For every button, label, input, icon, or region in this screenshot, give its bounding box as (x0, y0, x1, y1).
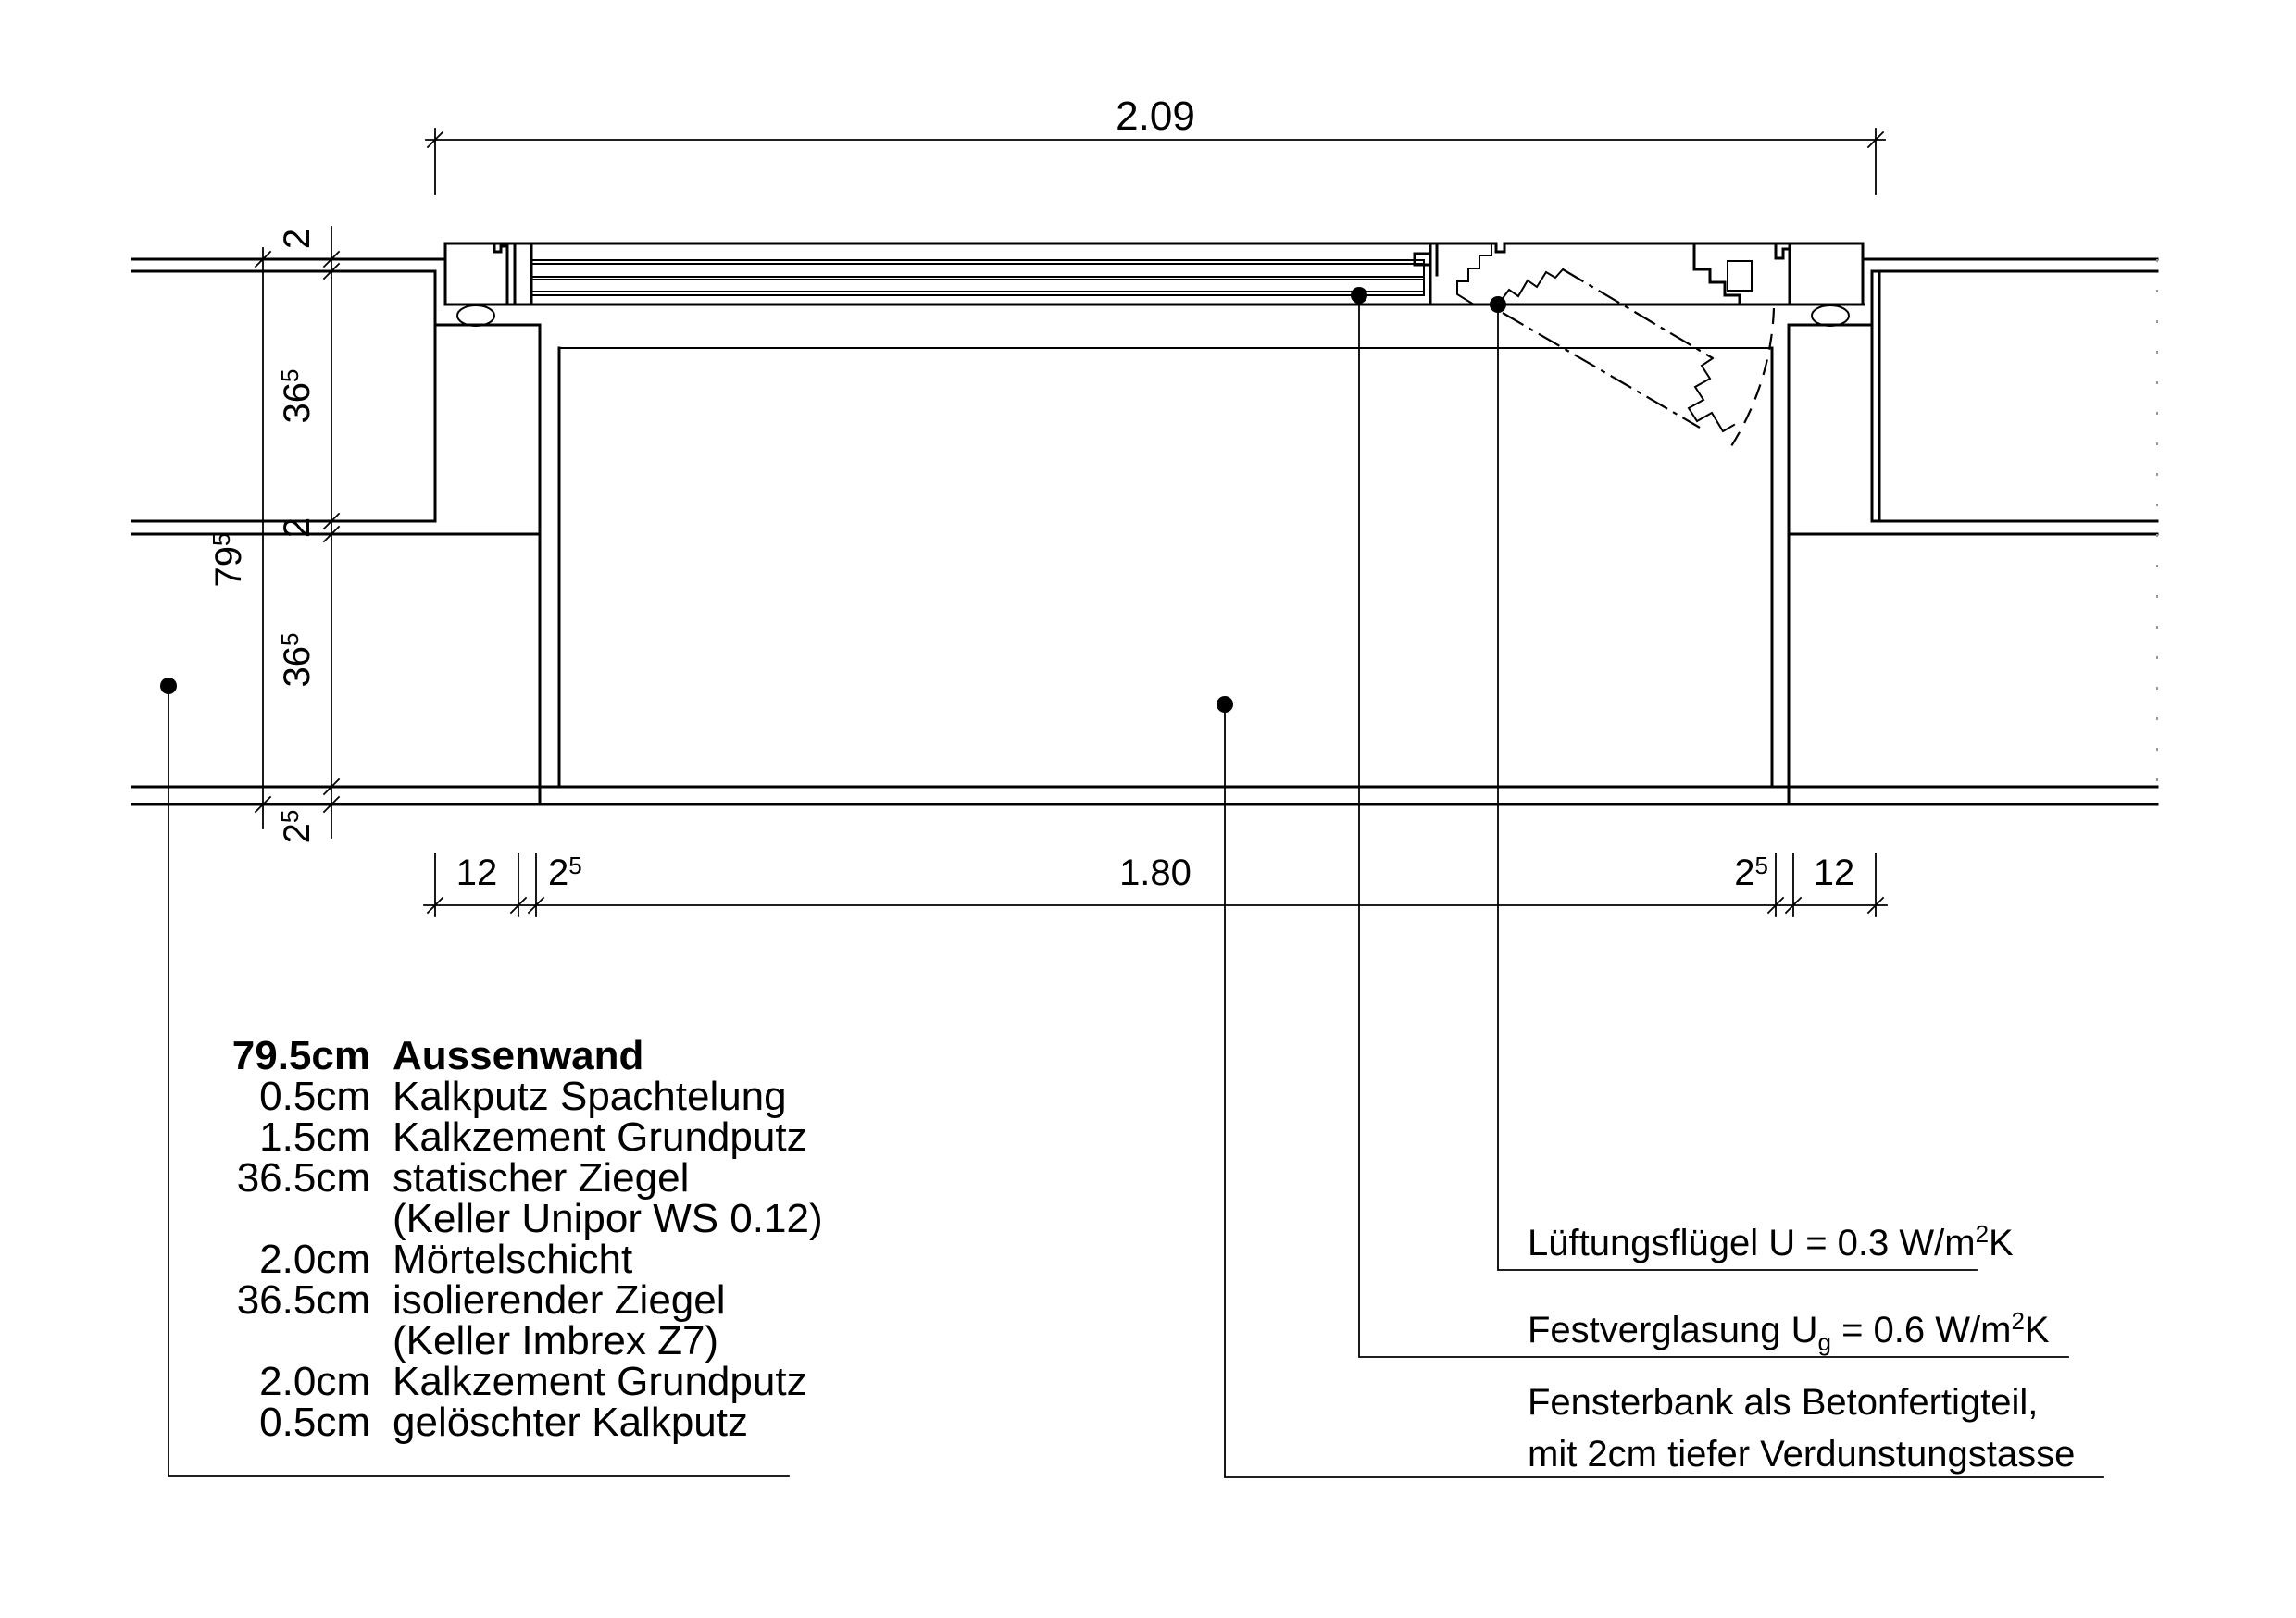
flap-open-edges-dashdot (1502, 268, 1714, 429)
flap-open-tip-profile (1687, 356, 1736, 433)
dim-left-seg-3: 365 (276, 633, 318, 688)
annotations-right: Lüftungsflügel U = 0.3 W/m2K Festverglas… (1528, 1220, 2075, 1475)
fixed-glazing (530, 242, 1439, 306)
dimension-bottom: 12 25 1.80 25 12 (423, 852, 1888, 917)
dim-left-seg-2: 2 (277, 517, 318, 538)
wall-left-lines (131, 257, 561, 806)
dim-left-seg-4: 25 (276, 810, 318, 844)
dim-bottom-seg-3-sup: 5 (1755, 852, 1768, 879)
dim-bottom-seg-2-base: 1.80 (1119, 853, 1192, 893)
window-frame-left-jamb (443, 242, 533, 327)
dim-bottom-lines (423, 853, 1888, 917)
frame-top-edge (443, 242, 1865, 254)
leader-dot-wall (160, 678, 177, 694)
dim-left-seg-2-base: 2 (277, 517, 318, 538)
lueftung-post: K (1989, 1223, 2014, 1263)
dim-bottom-seg-1: 25 (548, 852, 582, 893)
wall-left-segment (131, 257, 561, 806)
wall-right-segment (1770, 257, 2159, 806)
leader-dot-festverglasung (1351, 287, 1367, 304)
dim-left-overall-sup: 5 (207, 533, 235, 546)
dim-bottom-seg-0-base: 12 (456, 853, 498, 893)
wall-right-lines (1770, 257, 2159, 806)
legend-qty-6: 36.5cm (237, 1277, 370, 1323)
dimension-top: 2.09 (425, 93, 1886, 195)
vent-flap (1456, 243, 1776, 447)
legend-desc-3: statischer Ziegel (393, 1155, 689, 1201)
legend-desc-9: gelöschter Kalkputz (393, 1400, 748, 1445)
flap-hinge-rebate-profile (1456, 243, 1492, 306)
legend-desc-8: Kalkzement Grundputz (393, 1359, 807, 1404)
frame-left-profile (443, 242, 533, 306)
dim-left-seg-1-base: 36 (277, 382, 318, 424)
festvergl-post: K (2025, 1310, 2050, 1350)
flap-open-root-profile (1496, 268, 1565, 306)
dim-bottom-seg-1-sup: 5 (568, 852, 581, 879)
dim-bottom-seg-2: 1.80 (1119, 853, 1192, 893)
legend-desc-5: Mörtelschicht (393, 1237, 632, 1282)
festvergl-sup: 2 (2011, 1307, 2024, 1335)
legend-qty-8: 2.0cm (259, 1359, 370, 1404)
legend-qty-5: 2.0cm (259, 1237, 370, 1282)
dim-left-seg-1: 365 (276, 369, 318, 424)
frame-right-gasket (1811, 305, 1850, 327)
dim-left-lines (254, 226, 341, 839)
annotation-fensterbank-line1: Fensterbank als Betonfertigteil, (1528, 1382, 2038, 1423)
frame-top-and-bottom-edges (443, 242, 1866, 306)
legend-desc-2: Kalkzement Grundputz (393, 1114, 807, 1160)
leader-paths (168, 294, 2104, 1478)
festvergl-sub: g (1817, 1328, 1830, 1356)
legend-desc-4: (Keller Unipor WS 0.12) (393, 1196, 823, 1241)
dim-left-overall-base: 79 (208, 546, 249, 588)
dim-left-seg-1-sup: 5 (276, 369, 304, 382)
glazing-pane-lines (530, 259, 1425, 296)
lueftung-sup: 2 (1976, 1220, 1989, 1248)
leader-dot-lueftungsfluegel (1490, 296, 1506, 313)
frame-right-profile (1692, 242, 1865, 306)
festvergl-pre: Festverglasung U (1528, 1310, 1817, 1350)
dim-left-seg-4-base: 2 (277, 823, 318, 843)
lueftung-pre: Lüftungsflügel U = 0.3 W/m (1528, 1223, 1976, 1263)
dim-bottom-seg-4: 12 (1814, 853, 1855, 893)
dimension-left: 2 365 2 365 25 795 (207, 226, 341, 844)
window-frame-right-jamb (1692, 242, 1865, 327)
dim-bottom-seg-4-base: 12 (1814, 853, 1855, 893)
wall-inner-face-lines (131, 785, 2159, 806)
wall-inner-face (131, 785, 2159, 806)
flap-swing-arc (1730, 307, 1776, 447)
dim-left-seg-0: 2 (277, 229, 318, 249)
leader-dot-fensterbank (1217, 696, 1233, 713)
dim-left-seg-0-base: 2 (277, 229, 318, 249)
glazing-end-profile (1413, 242, 1439, 306)
dim-bottom-seg-0: 12 (456, 853, 498, 893)
dim-top-lines (425, 128, 1886, 195)
dim-top-label: 2.09 (1116, 93, 1195, 139)
dim-left-seg-3-base: 36 (277, 646, 318, 688)
wall-legend: 79.5cm Aussenwand 0.5cm Kalkputz Spachte… (232, 1033, 823, 1445)
dim-left-seg-3-sup: 5 (276, 633, 304, 646)
leader-lines (160, 287, 2104, 1478)
legend-desc-7: (Keller Imbrex Z7) (393, 1318, 718, 1363)
legend-desc-1: Kalkputz Spachtelung (393, 1074, 787, 1119)
sash-lock-block (1727, 260, 1753, 292)
frame-left-gasket (456, 305, 495, 327)
legend-qty-9: 0.5cm (259, 1400, 370, 1445)
annotation-festverglasung: Festverglasung Ug = 0.6 W/m2K (1528, 1307, 2050, 1356)
festvergl-mid: = 0.6 W/m (1831, 1310, 2012, 1350)
dim-left-overall: 795 (207, 533, 249, 588)
legend-qty-3: 36.5cm (237, 1155, 370, 1201)
dim-bottom-seg-3-base: 2 (1734, 853, 1754, 893)
legend-desc-6: isolierender Ziegel (393, 1277, 726, 1323)
legend-desc-0: Aussenwand (393, 1033, 643, 1078)
legend-qty-1: 0.5cm (259, 1074, 370, 1119)
annotation-fensterbank-line2: mit 2cm tiefer Verdunstungstasse (1528, 1434, 2075, 1475)
annotation-lueftungsfluegel: Lüftungsflügel U = 0.3 W/m2K (1528, 1220, 2014, 1263)
legend-qty-0: 79.5cm (232, 1033, 370, 1078)
dim-bottom-seg-3: 25 (1734, 852, 1768, 893)
dim-left-seg-4-sup: 5 (276, 810, 304, 823)
legend-qty-2: 1.5cm (259, 1114, 370, 1160)
dim-bottom-seg-1-base: 2 (548, 853, 568, 893)
